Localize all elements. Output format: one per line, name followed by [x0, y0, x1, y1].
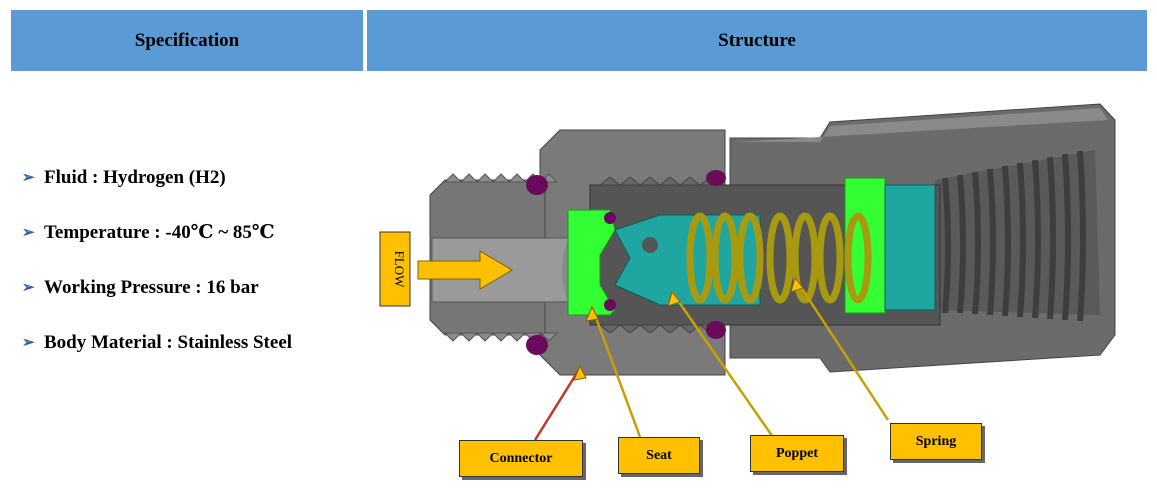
specification-header-label: Specification	[134, 29, 240, 51]
spec-text: Working Pressure : 16 bar	[44, 276, 259, 298]
callout-seat: Seat	[618, 437, 700, 474]
o-ring-parts	[526, 170, 726, 355]
specification-header: Specification	[11, 10, 363, 71]
callout-poppet-label: Poppet	[776, 445, 818, 461]
callout-connector-label: Connector	[489, 450, 553, 466]
callout-poppet: Poppet	[750, 435, 844, 472]
spring-part	[686, 212, 872, 304]
callout-arrowheads	[573, 276, 804, 381]
bullet-arrow-icon: ➢	[22, 280, 35, 296]
bullet-arrow-icon: ➢	[22, 170, 35, 186]
flow-arrow-icon	[417, 250, 513, 290]
callout-leaders	[533, 277, 890, 441]
spec-item-pressure: ➢ Working Pressure : 16 bar	[22, 260, 292, 315]
spec-item-material: ➢ Body Material : Stainless Steel	[22, 315, 292, 370]
callout-spring: Spring	[890, 423, 982, 460]
callout-seat-label: Seat	[646, 447, 672, 463]
flow-indicator: FLOW	[379, 231, 513, 307]
structure-header-label: Structure	[718, 29, 796, 51]
spec-item-fluid: ➢ Fluid : Hydrogen (H2)	[22, 150, 292, 205]
spec-item-temperature: ➢ Temperature : -40℃ ~ 85℃	[22, 205, 292, 260]
spec-text: Body Material : Stainless Steel	[44, 331, 293, 353]
flow-label: FLOW	[392, 251, 407, 289]
spec-text: Fluid : Hydrogen (H2)	[44, 166, 226, 188]
callout-connector: Connector	[459, 440, 583, 477]
spec-text: Temperature : -40℃ ~ 85℃	[44, 222, 275, 243]
bullet-arrow-icon: ➢	[22, 225, 35, 241]
structure-header: Structure	[367, 10, 1147, 71]
bullet-arrow-icon: ➢	[22, 335, 35, 351]
callout-spring-label: Spring	[915, 433, 957, 449]
spec-list: ➢ Fluid : Hydrogen (H2) ➢ Temperature : …	[22, 150, 292, 370]
